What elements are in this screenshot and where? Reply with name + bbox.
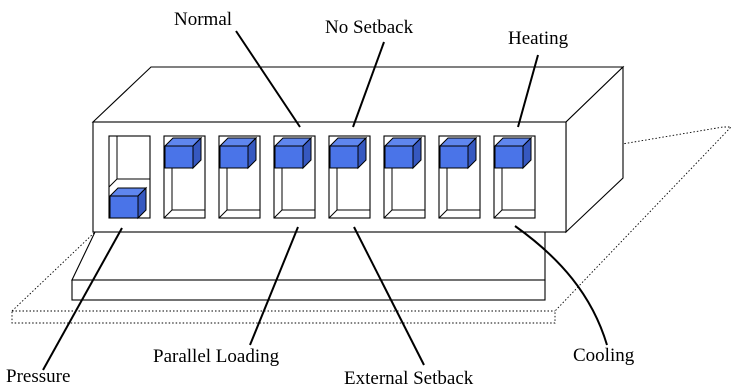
label-normal: Normal bbox=[174, 9, 232, 30]
slot-recess bbox=[438, 168, 480, 219]
leader-normal bbox=[235, 30, 301, 128]
leader-pressure bbox=[42, 227, 123, 371]
slot-recess bbox=[163, 168, 205, 219]
leader-no-setback bbox=[352, 41, 385, 128]
dip-switch[interactable] bbox=[108, 135, 151, 220]
dip-switch[interactable] bbox=[273, 135, 316, 219]
dip-switch[interactable] bbox=[383, 135, 426, 219]
leader-external-setback bbox=[353, 226, 425, 366]
leader-cooling bbox=[514, 225, 608, 346]
switch-knob[interactable] bbox=[218, 136, 258, 170]
pcb-footprint bbox=[11, 126, 731, 324]
switch-knob[interactable] bbox=[273, 136, 313, 170]
switch-knob[interactable] bbox=[163, 136, 203, 170]
label-heating: Heating bbox=[508, 28, 569, 49]
slot-recess bbox=[273, 168, 315, 219]
slot-recess bbox=[493, 168, 535, 219]
slot-recess bbox=[108, 136, 150, 188]
dip-switch[interactable] bbox=[493, 135, 536, 219]
label-no-setback: No Setback bbox=[325, 17, 414, 38]
switch-array bbox=[108, 135, 536, 220]
switch-knob[interactable] bbox=[493, 136, 533, 170]
leader-heating bbox=[517, 54, 539, 128]
base-plate bbox=[71, 231, 546, 301]
switch-knob[interactable] bbox=[383, 136, 423, 170]
label-pressure: Pressure bbox=[6, 366, 70, 387]
slot-recess bbox=[218, 168, 260, 219]
leader-parallel-loading bbox=[249, 226, 299, 346]
dip-switch[interactable] bbox=[438, 135, 481, 219]
dip-switch[interactable] bbox=[218, 135, 261, 219]
slot-recess bbox=[328, 168, 370, 219]
switch-knob[interactable] bbox=[328, 136, 368, 170]
label-cooling: Cooling bbox=[573, 345, 635, 366]
switch-knob[interactable] bbox=[108, 186, 148, 220]
switch-knob[interactable] bbox=[438, 136, 478, 170]
dip-switch[interactable] bbox=[163, 135, 206, 219]
label-external-setback: External Setback bbox=[344, 368, 474, 387]
label-parallel-loading: Parallel Loading bbox=[153, 346, 280, 367]
dip-switch[interactable] bbox=[328, 135, 371, 219]
slot-recess bbox=[383, 168, 425, 219]
